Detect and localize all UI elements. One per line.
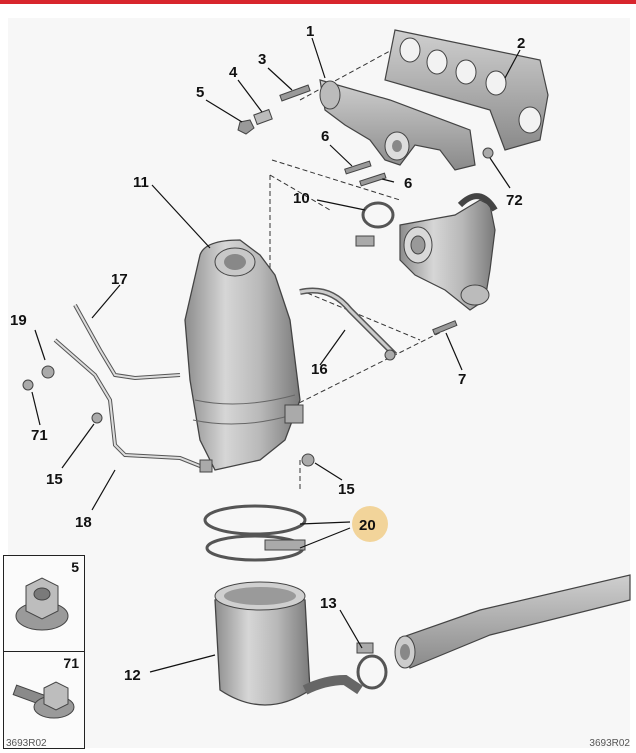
callout-15-right: 15 xyxy=(338,481,355,498)
callout-18: 18 xyxy=(75,514,92,531)
fastener-71 xyxy=(22,379,34,391)
callout-11: 11 xyxy=(133,174,149,191)
manifold-bolt xyxy=(482,147,494,159)
callout-1: 1 xyxy=(306,23,314,40)
callout-2: 2 xyxy=(517,35,525,52)
callout-72: 72 xyxy=(506,192,523,209)
callout-16: 16 xyxy=(311,361,328,378)
callout-5: 5 xyxy=(196,84,204,101)
footer-code-right: 3693R02 xyxy=(589,738,630,749)
turbocharger xyxy=(399,193,498,311)
callout-13: 13 xyxy=(320,595,337,612)
exhaust-manifold xyxy=(319,79,476,171)
inset-nut: 5 xyxy=(3,555,85,653)
callout-4: 4 xyxy=(229,64,238,81)
callout-6-upper: 6 xyxy=(321,128,329,145)
turbo-clamp xyxy=(355,201,395,247)
catalytic-converter xyxy=(184,239,304,471)
callout-12: 12 xyxy=(124,667,141,684)
callout-17: 17 xyxy=(111,271,128,288)
manifold-nut xyxy=(237,119,255,135)
callout-20: 20 xyxy=(359,517,376,534)
callout-7: 7 xyxy=(458,371,466,388)
callout-15-left: 15 xyxy=(46,471,63,488)
pipe-clamp xyxy=(356,642,388,690)
flange-bolt-icon xyxy=(12,681,75,719)
sensor-pipe xyxy=(53,338,213,473)
inset-bolt-label: 71 xyxy=(63,655,79,671)
support-bracket xyxy=(299,287,398,361)
egr-pipe xyxy=(73,304,181,381)
manifold-gasket xyxy=(384,29,549,151)
callout-19: 19 xyxy=(10,312,27,329)
leader-lines xyxy=(31,37,521,673)
flange-nut-icon xyxy=(15,577,69,631)
spacer-sleeve xyxy=(253,108,273,126)
callout-10: 10 xyxy=(293,190,310,207)
inset-nut-label: 5 xyxy=(71,559,79,575)
fastener-19 xyxy=(41,365,55,379)
callout-71: 71 xyxy=(31,427,48,444)
top-accent-rule xyxy=(0,0,636,4)
exhaust-silencer xyxy=(394,574,631,669)
particulate-filter xyxy=(214,581,363,706)
inset-bolt: 71 xyxy=(3,651,85,749)
footer-code-left: 3693R02 xyxy=(6,738,47,749)
fastener-15-right xyxy=(301,453,315,467)
callout-3: 3 xyxy=(258,51,266,68)
manifold-stud xyxy=(279,84,311,102)
highlight-circle xyxy=(352,506,388,542)
callout-6-lower: 6 xyxy=(404,175,412,192)
bracket-stud xyxy=(432,320,458,336)
fastener-15-left xyxy=(91,412,103,424)
turbo-studs xyxy=(344,160,387,187)
clamp-rings xyxy=(203,504,307,562)
